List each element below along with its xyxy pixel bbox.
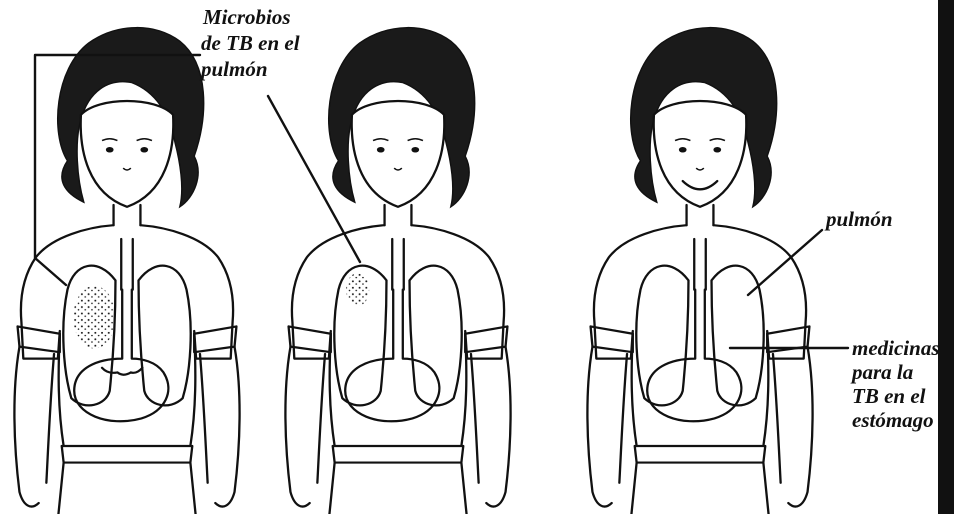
microbes-label-line-1: Microbios <box>203 4 300 30</box>
medicine-label: medicinas para la TB en el estómago <box>852 336 940 432</box>
figure-child-healthy <box>587 28 812 514</box>
microbes-label-line-3: pulmón <box>201 56 300 82</box>
germ-patch-small <box>346 273 369 306</box>
lung-leader-line <box>748 230 822 295</box>
medicine-label-line-2: para la <box>852 360 940 384</box>
microbes-label: Microbios de TB en el pulmón <box>203 4 300 82</box>
microbes-label-line-2: de TB en el <box>201 30 300 56</box>
right-edge-bar <box>938 0 954 514</box>
medicine-label-line-4: estómago <box>852 408 940 432</box>
lung-label: pulmón <box>826 206 893 232</box>
germ-patch-large <box>73 286 115 349</box>
medicine-label-line-1: medicinas <box>852 336 940 360</box>
figure-child-with-fewer-germs <box>285 28 510 514</box>
medicine-label-line-3: TB en el <box>852 384 940 408</box>
